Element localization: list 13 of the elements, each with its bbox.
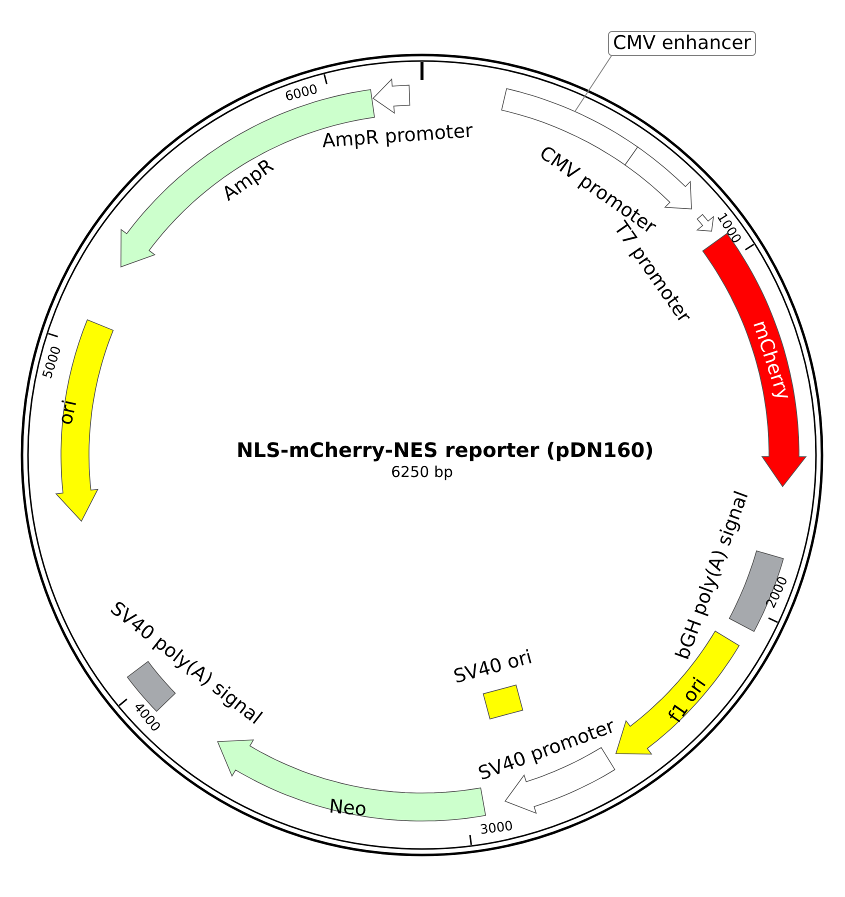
sequence-length: 6250 bp xyxy=(391,464,453,480)
position-label: 2000 xyxy=(764,575,790,610)
feature-label: SV40 ori xyxy=(452,647,534,687)
feature-label: f1 ori xyxy=(666,674,710,726)
leader-line xyxy=(574,54,612,112)
position-label: 6000 xyxy=(284,83,320,104)
callout-label: CMV enhancer xyxy=(608,30,756,56)
map-title: NLS-mCherry-NES reporter (pDN160) xyxy=(236,440,654,460)
feature-label: AmpR promoter xyxy=(321,121,473,151)
feature-label: ori xyxy=(56,398,80,426)
position-label: 5000 xyxy=(41,345,64,381)
position-label: 3000 xyxy=(478,820,514,838)
feature-label: Neo xyxy=(328,796,368,820)
